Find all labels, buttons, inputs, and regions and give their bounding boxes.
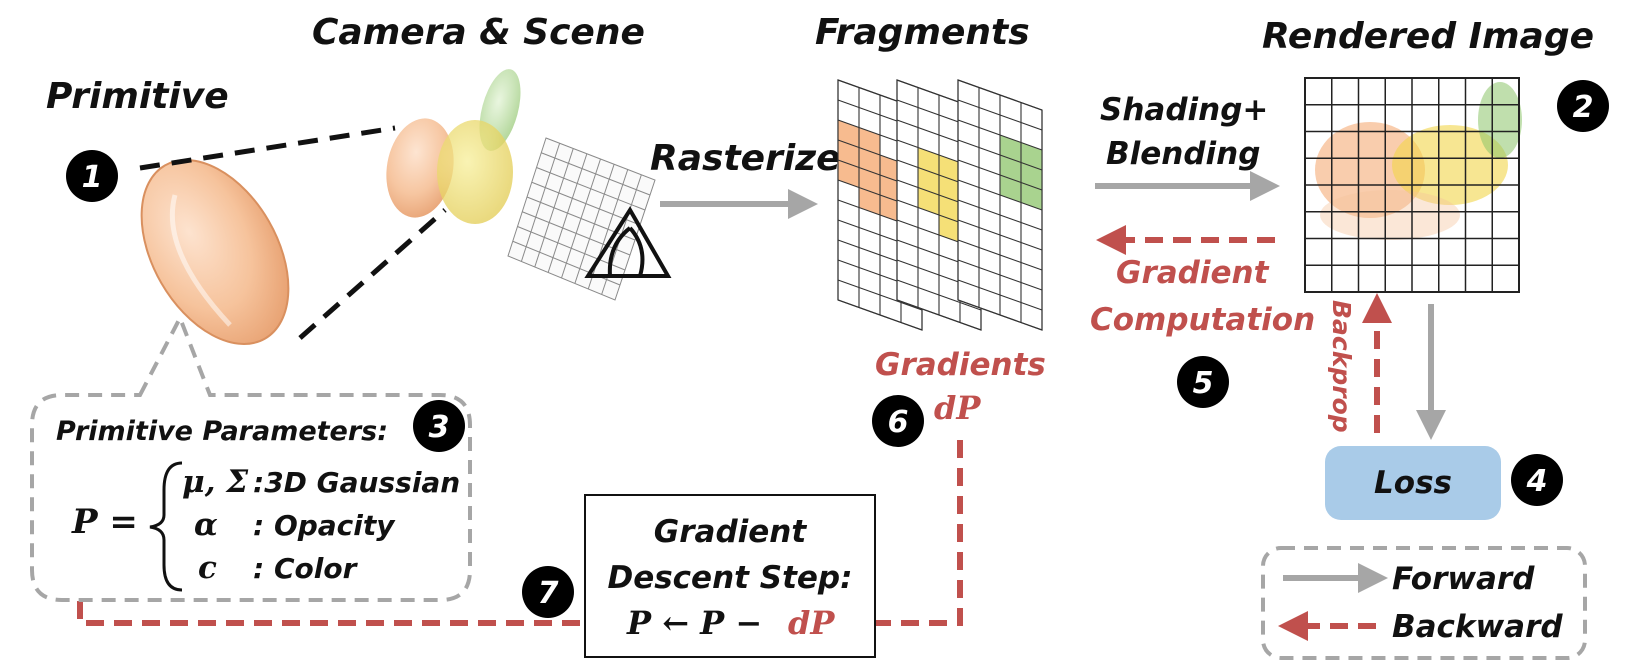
- legend-backward-label: Backward: [1392, 609, 1563, 645]
- badge-6: 6: [872, 395, 924, 447]
- params-sym-2: c: [198, 550, 217, 586]
- rendered-image: [1304, 77, 1522, 293]
- params-title: Primitive Parameters:: [56, 416, 388, 447]
- svg-text:6: 6: [888, 405, 909, 440]
- descent-formula-lhs: P ← P −: [626, 604, 762, 642]
- badge-3: 3: [413, 400, 465, 452]
- badge-1: 1: [66, 150, 118, 202]
- shading-label: Shading+: [1100, 92, 1268, 128]
- svg-text:3: 3: [429, 410, 450, 445]
- rasterize-label: Rasterize: [650, 138, 841, 179]
- svg-text:2: 2: [1573, 90, 1594, 125]
- eye-icon: [584, 206, 672, 278]
- params-callout: [30, 313, 472, 602]
- badge-5: 5: [1177, 356, 1229, 408]
- gradients-label: Gradients: [875, 347, 1046, 383]
- blending-label: Blending: [1106, 136, 1260, 172]
- scene-gaussians: [386, 69, 521, 224]
- params-sym-1: α: [194, 507, 218, 543]
- loss-box: [1325, 446, 1501, 520]
- badge-7: 7: [522, 566, 574, 618]
- loss-label: Loss: [1374, 465, 1452, 501]
- badge-2: 2: [1557, 80, 1609, 132]
- descent-line1: Gradient: [654, 514, 808, 550]
- gradient-computation-line2: Computation: [1090, 302, 1315, 338]
- svg-text:4: 4: [1526, 464, 1548, 499]
- primitive-ellipsoid: [140, 159, 290, 345]
- legend-forward-label: Forward: [1392, 561, 1535, 597]
- fragments-title: Fragments: [815, 12, 1030, 53]
- params-desc-0: :3D Gaussian: [253, 466, 460, 499]
- params-desc-2: : Color: [253, 552, 359, 585]
- image-plane-grid: [507, 137, 656, 301]
- primitive-title: Primitive: [46, 76, 229, 117]
- badge-4: 4: [1511, 454, 1563, 506]
- params-lhs: P =: [71, 502, 138, 542]
- params-brace: [149, 461, 183, 592]
- svg-text:7: 7: [538, 576, 559, 611]
- params-desc-1: : Opacity: [253, 509, 396, 542]
- gradient-to-descent-path: [838, 440, 963, 638]
- descent-formula-rhs: dP: [788, 604, 835, 642]
- projection-lines: [139, 125, 447, 340]
- dp-label: dP: [934, 389, 981, 427]
- fragments-stack: [837, 79, 1043, 331]
- svg-text:1: 1: [82, 160, 103, 195]
- gradient-descent-box: [584, 494, 876, 658]
- params-sym-0: μ, Σ: [182, 464, 249, 500]
- backprop-label: Backprop: [1327, 300, 1356, 433]
- camera-scene-title: Camera & Scene: [312, 12, 645, 53]
- svg-text:5: 5: [1193, 366, 1214, 401]
- rendered-image-title: Rendered Image: [1262, 16, 1594, 57]
- descent-line2: Descent Step:: [607, 560, 852, 596]
- gradient-computation-line1: Gradient: [1116, 255, 1270, 291]
